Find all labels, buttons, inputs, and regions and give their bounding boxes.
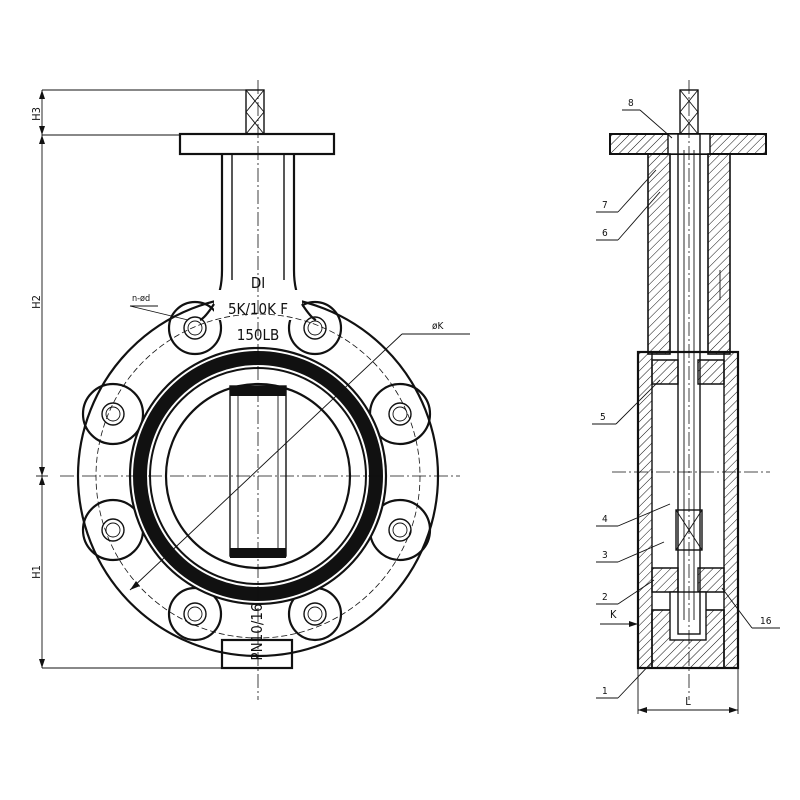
part-number-8: 8 — [628, 98, 634, 109]
bolt-callout: n-ød — [129, 294, 189, 321]
h1-label: H1 — [30, 565, 43, 579]
dimension-l-label: L — [685, 695, 691, 708]
side-neck — [647, 153, 731, 355]
h2-label: H2 — [30, 295, 43, 309]
top-flange — [178, 132, 336, 156]
part-number-2: 2 — [602, 592, 608, 603]
pressure-mark: 5K/10K F — [228, 300, 288, 318]
material-mark: DI — [251, 274, 265, 292]
part-number-6: 6 — [602, 228, 608, 239]
bolt-holes — [101, 316, 412, 626]
h3-label: H3 — [30, 107, 43, 121]
dimension-k: K — [600, 608, 638, 627]
part-number-3: 3 — [602, 550, 608, 561]
bolt-label: n-ød — [132, 294, 150, 304]
pcd-label: øK — [432, 321, 445, 332]
part-callouts: 8 7 6 5 4 3 2 1 16 — [592, 98, 780, 699]
pcd-leader: øK — [129, 321, 470, 591]
part-number-16: 16 — [760, 616, 772, 627]
front-view: H3 H2 H1 — [30, 80, 470, 700]
side-top-flange — [609, 133, 767, 155]
side-body — [636, 350, 740, 670]
part-number-7: 7 — [602, 200, 608, 211]
part-number-5: 5 — [600, 412, 606, 423]
class-mark: 150LB — [237, 326, 280, 344]
part-number-1: 1 — [602, 686, 608, 697]
pn-mark: PN10/16 — [248, 603, 266, 660]
dimension-k-label: K — [610, 608, 617, 621]
side-view: L K 8 7 6 5 4 3 — [592, 80, 780, 714]
dimension-l: L — [637, 668, 739, 714]
height-dimensions: H3 H2 H1 — [30, 89, 262, 669]
stem-top — [245, 89, 265, 135]
part-number-4: 4 — [602, 514, 608, 525]
